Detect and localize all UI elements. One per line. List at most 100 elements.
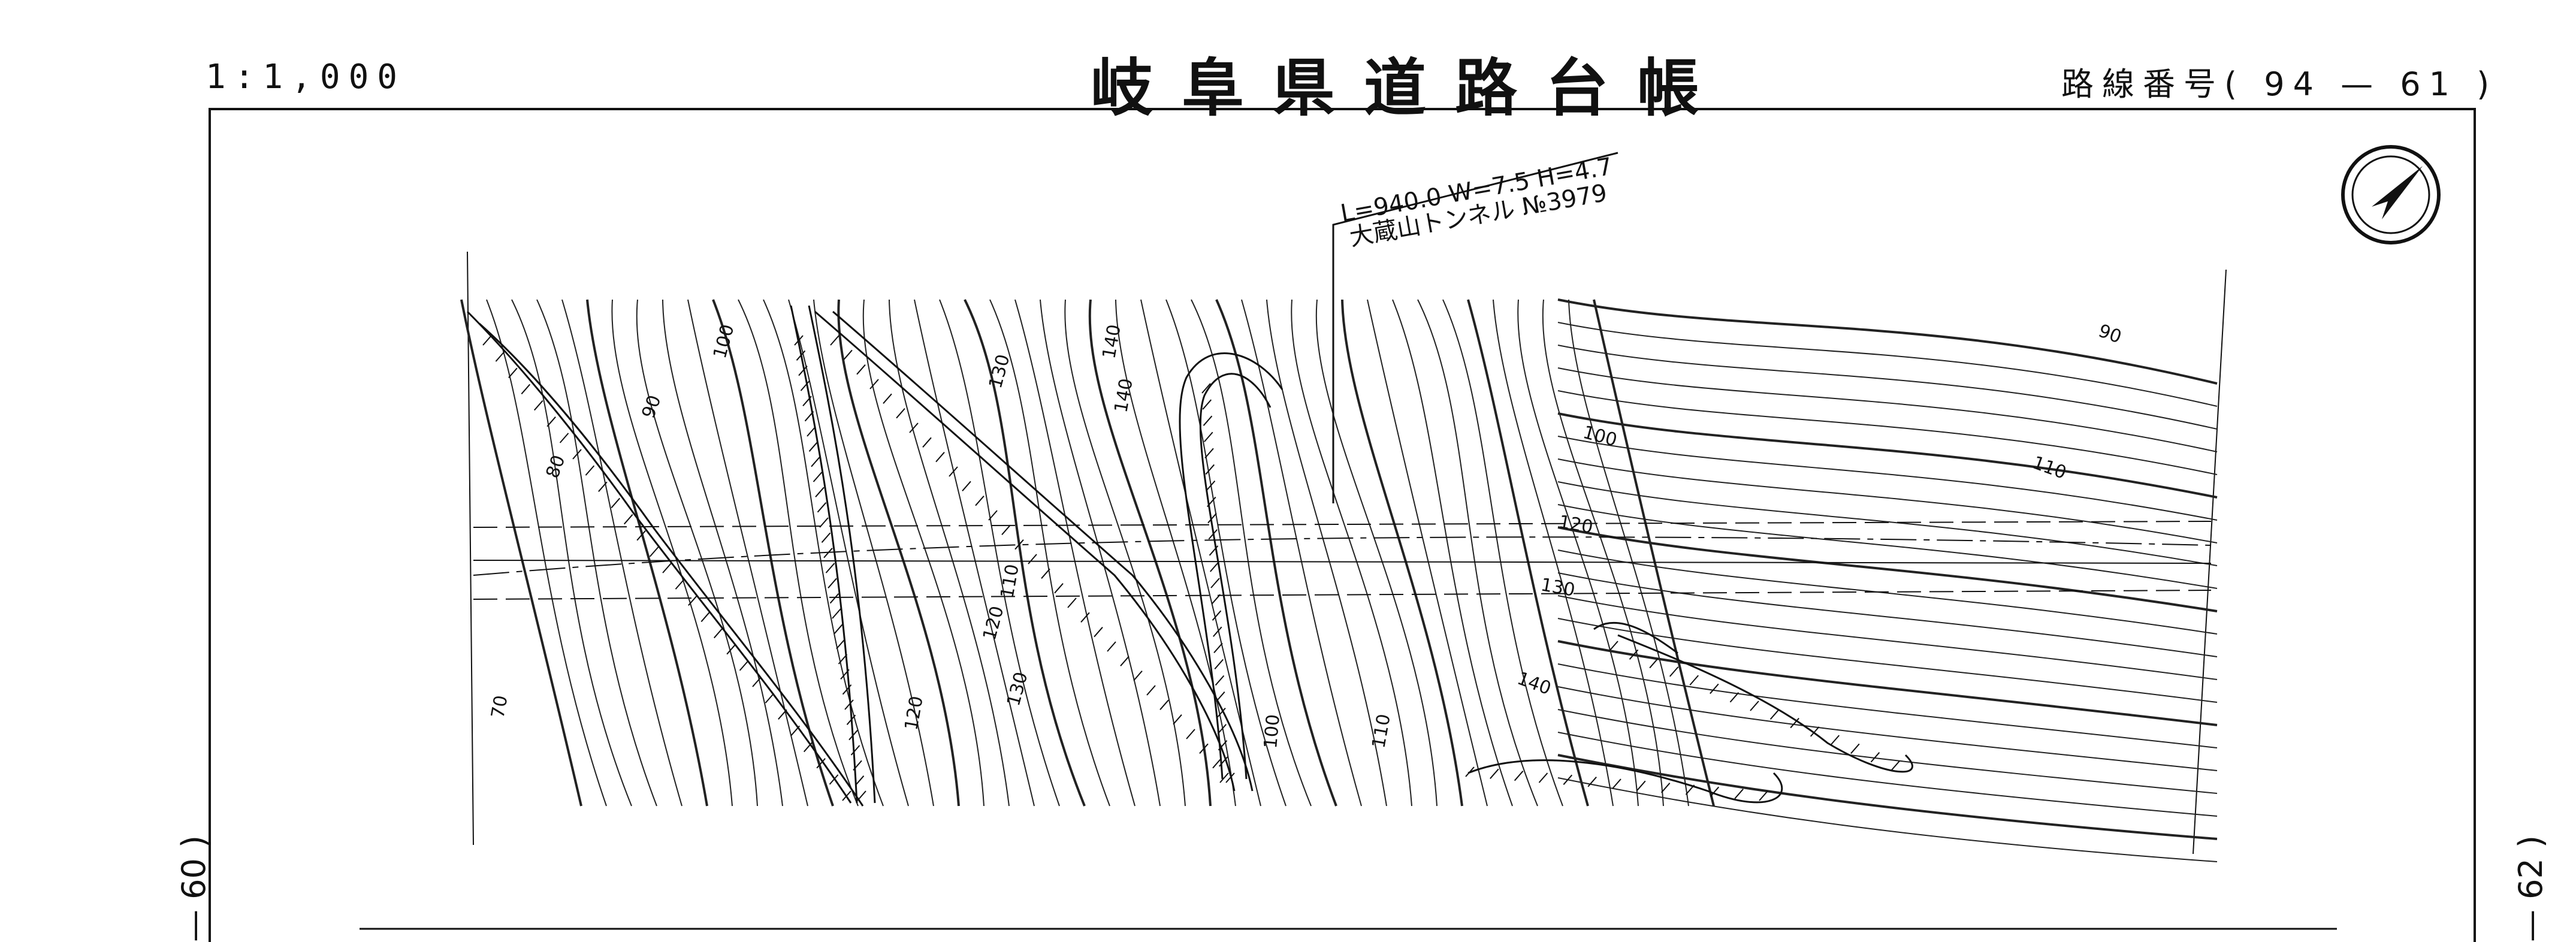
hachure-tick: [1225, 772, 1235, 783]
hachure-tick: [850, 745, 860, 756]
hachure-tick: [1810, 726, 1820, 737]
hachure-tick: [1146, 685, 1156, 696]
hachure-tick: [1207, 513, 1217, 524]
contour-line: [837, 299, 960, 807]
hachure-tick: [825, 563, 835, 573]
hachure-tick: [1790, 717, 1799, 729]
hachure-tick: [662, 563, 672, 573]
hachure-tick: [838, 654, 848, 665]
contour-line: [1557, 618, 2218, 703]
hachure-tick: [1669, 666, 1679, 677]
contour-line: [1367, 299, 1488, 807]
hachure-tick: [1159, 699, 1169, 710]
area-left-boundary: [467, 251, 474, 846]
hachure-tick: [804, 411, 814, 422]
hachure-tick: [611, 497, 621, 509]
contour-label: 130: [985, 352, 1014, 391]
hachure-tick: [1218, 740, 1228, 751]
contour-line: [1568, 299, 1689, 807]
hachure-tick: [922, 437, 932, 448]
hachure-tick: [1094, 627, 1103, 638]
hachure-tick: [829, 774, 839, 785]
area-right-boundary: [2193, 269, 2227, 855]
contour-line: [1517, 299, 1639, 807]
contour-line: [1266, 299, 1387, 807]
hachure-tick: [1206, 496, 1216, 508]
hachure-tick: [1710, 786, 1720, 797]
hachure-tick: [798, 366, 808, 376]
hachure-tick: [836, 639, 845, 650]
contour-line: [611, 299, 733, 807]
hachure-tick: [1014, 539, 1024, 550]
hachure-tick: [840, 669, 850, 680]
hachure-tick: [1205, 464, 1215, 475]
contour-label: 120: [901, 695, 927, 732]
hachure-tick: [713, 627, 723, 639]
hachure-tick: [813, 472, 823, 482]
hachure-tick: [848, 730, 858, 741]
hachure-tick: [559, 433, 569, 443]
contour-line: [636, 299, 758, 807]
hachure-tick: [521, 384, 531, 395]
hachure-tick: [636, 530, 646, 541]
contour-line: [1040, 299, 1161, 807]
hachure-tick: [935, 452, 945, 463]
hachure-tick: [1028, 554, 1037, 564]
hachure-tick: [1080, 612, 1090, 623]
map-scale: 1:1,000: [206, 58, 406, 96]
hachure-tick: [1218, 756, 1228, 767]
contour-line: [1557, 322, 2218, 407]
contour-label: 80: [542, 452, 570, 481]
hachure-tick: [1710, 683, 1719, 695]
contour-line: [1064, 299, 1186, 807]
contour-line: [989, 299, 1110, 807]
hachure-tick: [1216, 708, 1226, 718]
tunnel-alignment: [473, 521, 2212, 600]
contour-line: [788, 299, 909, 807]
hachure-tick: [1054, 583, 1064, 594]
hachure-tick: [856, 364, 866, 375]
hachure-tick: [1001, 524, 1011, 535]
contour-line: [1557, 732, 2218, 817]
hachure-tick: [623, 514, 633, 525]
contour-line: [712, 299, 834, 807]
contour-line: [662, 299, 783, 807]
hachure-tick: [846, 714, 856, 725]
contour-line: [486, 299, 607, 807]
hachure-tick: [1465, 766, 1475, 777]
map-frame: [209, 108, 2476, 942]
hachure-tick: [854, 775, 865, 786]
contour-line: [1557, 504, 2218, 589]
hachure-tick: [1514, 771, 1524, 781]
hachure-tick: [828, 578, 837, 588]
contour-line: [1557, 436, 2218, 521]
contour-line: [889, 299, 1010, 807]
contour-line: [914, 299, 1035, 807]
hachure-tick: [1490, 768, 1499, 779]
hachure-tick: [649, 547, 659, 557]
tunnel-leader-line: [1332, 152, 1618, 503]
hachure-tick: [1206, 480, 1216, 491]
hachure-tick: [1538, 772, 1548, 783]
hachure-tick: [844, 699, 854, 710]
contour-line: [862, 299, 985, 807]
contour-label: 140: [1110, 377, 1137, 414]
contour-line: [536, 299, 657, 807]
hachure-tick: [832, 608, 841, 619]
hachure-tick: [829, 593, 839, 604]
hachure-tick: [1685, 784, 1695, 795]
contour-label: 90: [638, 393, 666, 421]
hachure-tick: [1107, 641, 1116, 652]
contour-line: [1140, 299, 1261, 807]
hachure-tick: [842, 684, 852, 695]
hachure-tick: [508, 367, 518, 378]
contour-line: [1392, 299, 1513, 807]
contour-line: [1542, 299, 1664, 807]
hachure-tick: [688, 595, 697, 606]
hachure-tick: [1649, 657, 1659, 669]
hachure-tick: [1850, 743, 1860, 754]
contour-line: [1557, 367, 2218, 452]
contour-label: 110: [2030, 452, 2069, 484]
